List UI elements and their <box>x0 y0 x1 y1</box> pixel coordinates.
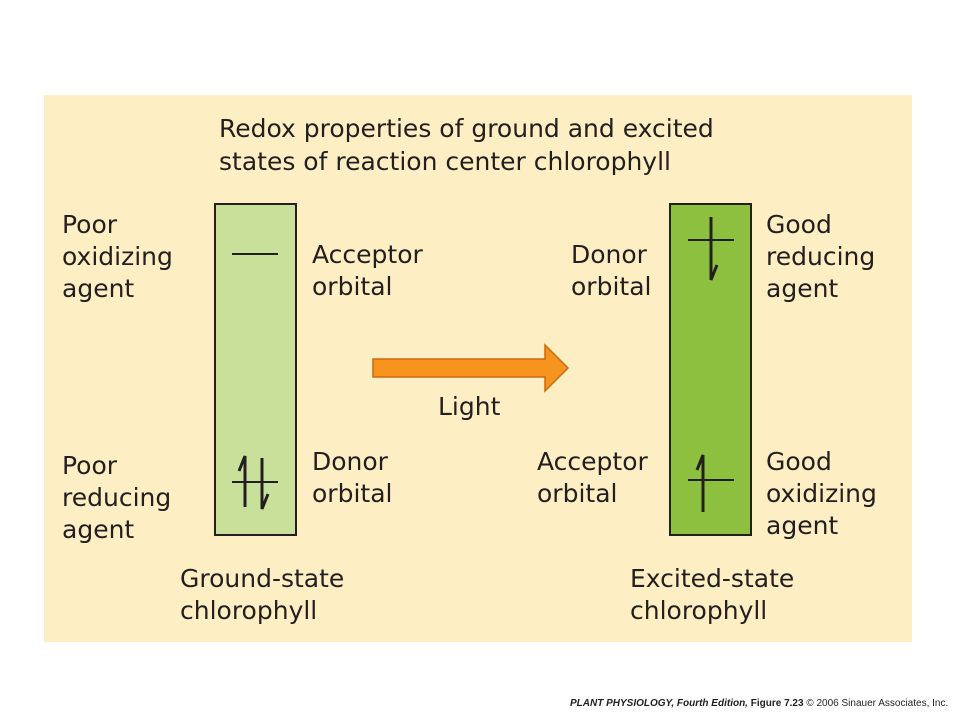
excited-electron-spin-down-icon <box>709 217 719 281</box>
light-arrow-icon <box>372 343 570 393</box>
ground-acceptor-orbital-label: Acceptor orbital <box>312 240 423 301</box>
electron-spin-down-icon <box>260 458 270 510</box>
electron-spin-up-icon <box>237 455 247 507</box>
good-reducing-agent-label: Good reducing agent <box>766 210 876 303</box>
excited-donor-orbital-label: Donor orbital <box>571 240 652 301</box>
credit-book-title: PLANT PHYSIOLOGY, Fourth Edition, <box>570 698 748 709</box>
excited-acceptor-orbital-label: Acceptor orbital <box>537 447 648 508</box>
excited-state-caption: Excited-state chlorophyll <box>630 564 795 625</box>
poor-oxidizing-agent-label: Poor oxidizing agent <box>62 210 173 303</box>
figure-credit: PLANT PHYSIOLOGY, Fourth Edition, Figure… <box>570 698 948 709</box>
ground-donor-orbital-label: Donor orbital <box>312 447 393 508</box>
excited-electron-spin-up-icon <box>695 454 705 512</box>
credit-copyright: © 2006 Sinauer Associates, Inc. <box>806 698 949 709</box>
ground-state-bar <box>214 203 297 536</box>
credit-figure-number: Figure 7.23 <box>750 698 804 709</box>
poor-reducing-agent-label: Poor reducing agent <box>62 451 172 544</box>
diagram-title: Redox properties of ground and excited s… <box>219 114 714 176</box>
ground-state-caption: Ground-state chlorophyll <box>180 564 345 625</box>
light-label: Light <box>438 392 501 421</box>
good-oxidizing-agent-label: Good oxidizing agent <box>766 447 877 540</box>
